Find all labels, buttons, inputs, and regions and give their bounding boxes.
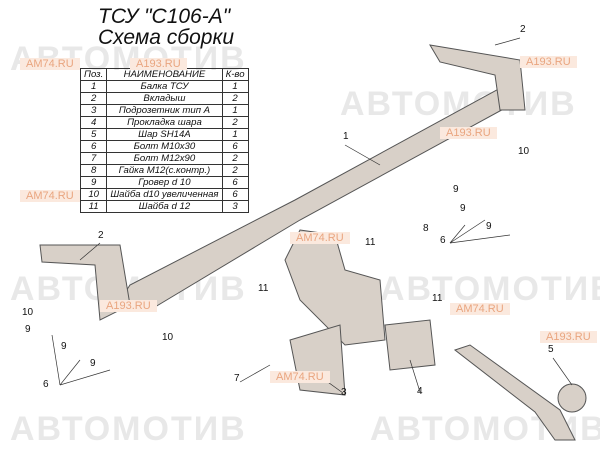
callout-11: 11 <box>258 283 269 294</box>
row-pos: 9 <box>79 176 108 189</box>
header-qty: К-во <box>221 68 249 81</box>
tow-ball-neck <box>453 344 576 441</box>
row-qty: 2 <box>221 152 249 165</box>
socket-plate <box>289 324 346 396</box>
row-name: Гровер d 10 <box>106 176 223 189</box>
row-qty: 6 <box>221 140 249 153</box>
callout-6: 6 <box>43 379 49 390</box>
watermark-site: A193.RU <box>440 127 497 139</box>
watermark-site: AM74.RU <box>450 303 510 315</box>
row-qty: 2 <box>221 116 249 129</box>
row-pos: 6 <box>79 140 108 153</box>
watermark-site: A193.RU <box>520 56 577 68</box>
callout-10: 10 <box>22 307 34 318</box>
callout-8: 8 <box>423 223 429 234</box>
callout-7: 7 <box>234 373 240 384</box>
row-name: Подрозетник тип А <box>106 104 223 117</box>
row-qty: 1 <box>221 128 249 141</box>
callout-9: 9 <box>486 221 492 232</box>
header-pos: Поз. <box>79 68 108 81</box>
row-qty: 3 <box>221 200 249 213</box>
row-qty: 6 <box>221 176 249 189</box>
row-pos: 8 <box>79 164 108 177</box>
callout-3: 3 <box>341 387 347 398</box>
row-qty: 1 <box>221 80 249 93</box>
watermark-site: A193.RU <box>540 331 597 343</box>
callout-4: 4 <box>417 386 423 397</box>
row-name: Болт М10х30 <box>106 140 223 153</box>
row-qty: 2 <box>221 92 249 105</box>
row-pos: 4 <box>79 116 108 129</box>
diagram-title: ТСУ "С106-А" Схема сборки <box>98 6 234 48</box>
row-name: Шайба d10 увеличенная <box>106 188 223 201</box>
callout-9: 9 <box>25 324 31 335</box>
callout-6: 6 <box>440 235 446 246</box>
watermark-site: AM74.RU <box>270 371 330 383</box>
row-pos: 7 <box>79 152 108 165</box>
watermark-brand: АВТОМОТИВ <box>380 270 600 308</box>
row-name: Шар SH14A <box>106 128 223 141</box>
callout-11: 11 <box>432 293 443 304</box>
callout-2: 2 <box>520 24 526 35</box>
watermark-site: AM74.RU <box>20 58 80 70</box>
row-name: Болт М12х90 <box>106 152 223 165</box>
ball-spacers <box>384 319 436 371</box>
callout-9: 9 <box>90 358 96 369</box>
title-line-1: ТСУ "С106-А" <box>98 5 231 28</box>
row-name: Шайба d 12 <box>106 200 223 213</box>
row-qty: 6 <box>221 188 249 201</box>
callout-9: 9 <box>460 203 466 214</box>
row-qty: 1 <box>221 104 249 117</box>
callout-10: 10 <box>162 332 174 343</box>
callout-9: 9 <box>61 341 67 352</box>
row-pos: 11 <box>79 200 108 213</box>
row-qty: 2 <box>221 164 249 177</box>
watermark-brand: АВТОМОТИВ <box>10 410 247 448</box>
callout-9: 9 <box>453 184 459 195</box>
row-name: Балка ТСУ <box>106 80 223 93</box>
callout-11: 11 <box>365 237 376 248</box>
tow-ball <box>557 383 587 413</box>
callout-10: 10 <box>518 146 530 157</box>
row-pos: 10 <box>79 188 108 201</box>
header-name: НАИМЕНОВАНИЕ <box>106 68 223 81</box>
watermark-site: AM74.RU <box>20 190 80 202</box>
mount-plate <box>284 229 386 346</box>
watermark-site: A193.RU <box>100 300 157 312</box>
row-pos: 5 <box>79 128 108 141</box>
row-pos: 2 <box>79 92 108 105</box>
row-name: Гайка М12(с.контр.) <box>106 164 223 177</box>
callout-2: 2 <box>98 230 104 241</box>
row-pos: 1 <box>79 80 108 93</box>
row-name: Вкладыш <box>106 92 223 105</box>
watermark-site: A193.RU <box>130 58 187 70</box>
table-header: Поз. НАИМЕНОВАНИЕ К-во <box>79 68 249 81</box>
callout-1: 1 <box>343 131 349 142</box>
callout-5: 5 <box>548 344 554 355</box>
row-pos: 3 <box>79 104 108 117</box>
row-name: Прокладка шара <box>106 116 223 129</box>
title-line-2: Схема сборки <box>98 26 235 49</box>
watermark-site: AM74.RU <box>290 232 350 244</box>
